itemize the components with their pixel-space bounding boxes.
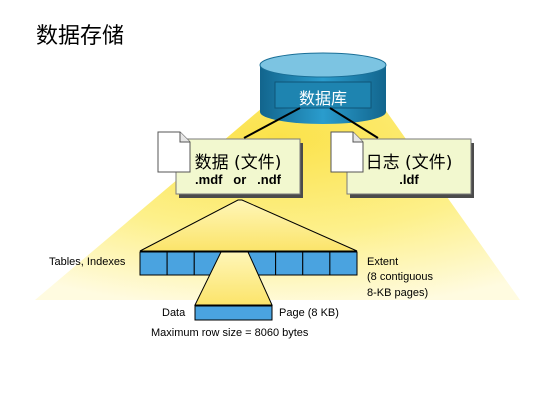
data-file-title: 数据 (文件) — [194, 153, 282, 173]
tables-indexes-label: Tables, Indexes — [49, 256, 126, 268]
page-size-label: Page (8 KB) — [279, 307, 339, 319]
log-file-title: 日志 (文件) — [365, 153, 453, 173]
max-row-size-label: Maximum row size = 8060 bytes — [151, 327, 309, 339]
extent-page-cell — [329, 251, 358, 276]
connector-data — [243, 107, 301, 139]
extent-desc-line1: (8 contiguous — [367, 271, 434, 283]
extent-label: Extent — [367, 256, 399, 268]
connector-log — [329, 107, 379, 139]
extent-page-cell — [275, 251, 304, 276]
data-file-extension: .mdf or .ndf — [195, 172, 281, 187]
extent-page-cell — [302, 251, 331, 276]
data-page-bar — [194, 305, 273, 321]
log-file-document-icon — [330, 131, 364, 173]
data-label: Data — [162, 307, 186, 319]
database-cylinder — [259, 52, 387, 124]
file-to-extent-funnel — [139, 199, 358, 252]
extent-page-cell — [139, 251, 168, 276]
database-label: 数据库 — [298, 89, 347, 108]
page-title: 数据存储 — [36, 24, 125, 49]
data-file-document-icon — [157, 131, 191, 173]
extent-desc-line2: 8-KB pages) — [367, 287, 429, 299]
log-file-box — [346, 138, 474, 198]
data-file-box — [175, 138, 303, 198]
log-file-extension: .ldf — [399, 172, 419, 187]
page-to-row-funnel — [194, 251, 273, 306]
extent-page-cell — [166, 251, 195, 276]
